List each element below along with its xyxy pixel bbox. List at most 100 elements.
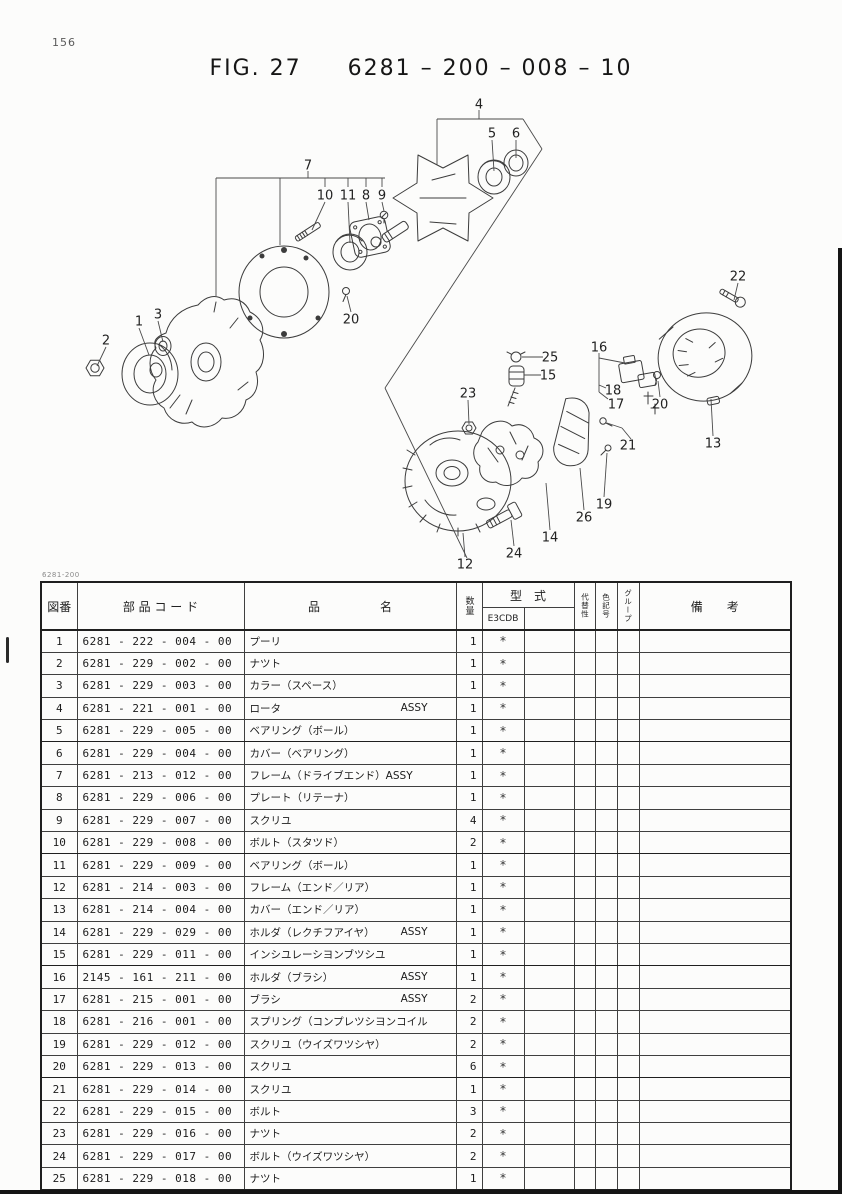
cell-alt (573, 942, 596, 967)
leader-line (346, 295, 352, 313)
cell-qty: 2 (455, 1032, 483, 1056)
callout-17: 17 (608, 398, 625, 413)
cell-fig-no: 5 (40, 719, 78, 743)
cell-part-name: ナツト (243, 651, 457, 676)
cell-qty: 2 (455, 1144, 483, 1168)
table-footnote: 6281-200 (42, 571, 80, 579)
cell-qty: 1 (455, 1077, 483, 1101)
cell-part-code: 6281 - 221 - 001 - 00 (76, 696, 245, 721)
cell-group (616, 1077, 640, 1101)
cell-qty: 4 (455, 808, 483, 833)
header-qty: 数量 (455, 581, 483, 631)
header-model-blank (523, 607, 575, 631)
cell-color-code (594, 1010, 618, 1034)
callout-24: 24 (506, 547, 523, 562)
cell-color-code (594, 696, 618, 721)
cell-group (616, 763, 640, 788)
cell-qty: 1 (455, 719, 483, 743)
cell-remarks (638, 763, 792, 788)
cell-remarks (638, 1032, 792, 1056)
cell-model-2 (523, 763, 575, 788)
cell-model-2 (523, 1010, 575, 1034)
cell-model-2 (523, 1077, 575, 1101)
cell-remarks (638, 898, 792, 922)
callout-7: 7 (304, 159, 312, 174)
cell-alt (573, 1010, 596, 1034)
callout-25: 25 (542, 351, 559, 366)
cell-color-code (594, 629, 618, 653)
leader-line (621, 427, 632, 440)
cell-model-2 (523, 651, 575, 676)
leader-line (462, 532, 466, 558)
cell-alt (573, 1166, 596, 1191)
cell-qty: 3 (455, 1099, 483, 1124)
cell-qty: 1 (455, 651, 483, 676)
cell-model-2 (523, 808, 575, 833)
cell-group (616, 651, 640, 676)
cell-fig-no: 13 (40, 898, 78, 922)
cell-part-code: 6281 - 229 - 014 - 00 (76, 1077, 245, 1101)
cell-remarks (638, 1077, 792, 1101)
cell-model-mark: * (481, 1144, 525, 1168)
part-screw-9 (379, 210, 389, 224)
cell-part-name: ボルト (243, 1099, 457, 1124)
cell-part-name: スクリユ (243, 1054, 457, 1079)
cell-alt (573, 629, 596, 653)
part-screw-21 (599, 417, 613, 427)
callout-14: 14 (542, 531, 559, 546)
cell-color-code (594, 741, 618, 765)
cell-fig-no: 25 (40, 1166, 78, 1191)
cell-part-code: 6281 - 229 - 012 - 00 (76, 1032, 245, 1056)
cell-qty: 1 (455, 786, 483, 810)
cell-remarks (638, 1166, 792, 1191)
cell-group (616, 920, 640, 944)
cell-group (616, 1032, 640, 1056)
cell-color-code (594, 808, 618, 833)
cell-model-mark: * (481, 831, 525, 855)
cell-fig-no: 8 (40, 786, 78, 810)
cell-alt (573, 651, 596, 676)
assy-suffix: ASSY (400, 993, 428, 1006)
cell-model-2 (523, 853, 575, 877)
cell-fig-no: 15 (40, 942, 78, 967)
cell-part-code: 6281 - 229 - 017 - 00 (76, 1144, 245, 1168)
cell-model-2 (523, 1144, 575, 1168)
cell-qty: 1 (455, 696, 483, 721)
cell-qty: 6 (455, 1054, 483, 1079)
cell-group (616, 831, 640, 855)
cell-group (616, 875, 640, 900)
leader-line (381, 201, 385, 212)
cell-model-2 (523, 741, 575, 765)
cell-fig-no: 6 (40, 741, 78, 765)
cell-model-mark: * (481, 898, 525, 922)
cell-part-name: スクリユ（ウイズワツシヤ） (243, 1032, 457, 1056)
cell-model-2 (523, 1054, 575, 1079)
cell-color-code (594, 651, 618, 676)
cell-group (616, 786, 640, 810)
cell-part-name: カバー（ベアリング） (243, 741, 457, 765)
cell-color-code (594, 674, 618, 698)
cell-alt (573, 808, 596, 833)
cell-model-mark: * (481, 808, 525, 833)
cell-part-code: 6281 - 229 - 018 - 00 (76, 1166, 245, 1191)
cell-part-name: プーリ (243, 629, 457, 653)
cell-remarks (638, 875, 792, 900)
leader-line (347, 201, 351, 244)
cell-remarks (638, 831, 792, 855)
cell-group (616, 853, 640, 877)
cell-color-code (594, 719, 618, 743)
cell-color-code (594, 987, 618, 1012)
callout-15: 15 (540, 369, 557, 384)
cell-model-mark: * (481, 875, 525, 900)
cell-model-mark: * (481, 696, 525, 721)
leader-line (491, 139, 495, 172)
cell-part-name: カバー（エンド／リア） (243, 898, 457, 922)
